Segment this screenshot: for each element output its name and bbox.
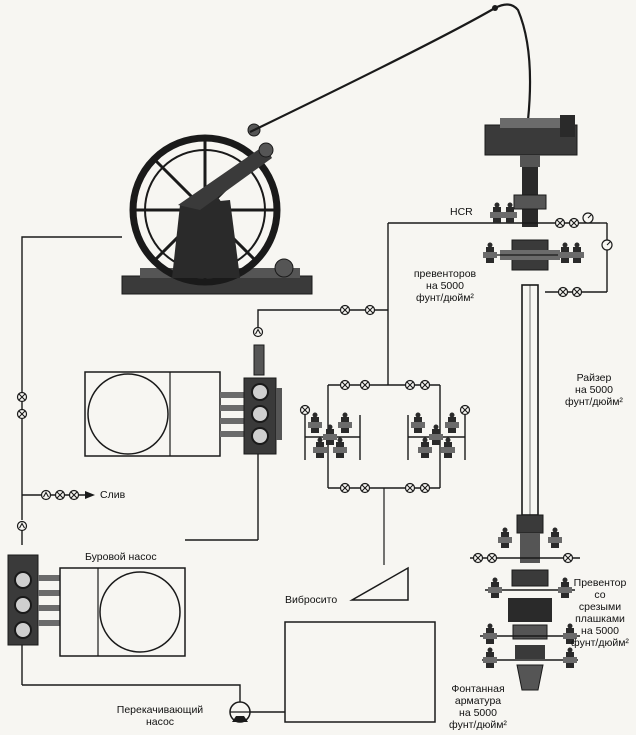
- shale-shaker: [349, 566, 409, 601]
- hcr-label: HCR: [450, 206, 473, 218]
- preventers-label: превенторов на 5000 фунт/дюйм²: [405, 268, 485, 304]
- mud-pump: [59, 567, 186, 657]
- wellhead-label: Фонтанная арматура на 5000 фунт/дюйм²: [440, 683, 516, 731]
- drain-label: Слив: [100, 489, 126, 501]
- wellhead-label-line4: фунт/дюйм²: [449, 719, 507, 731]
- choke-manifold: [299, 379, 471, 494]
- preventers-label-line2: на 5000: [426, 280, 464, 292]
- mud-pump-label: Буровой насос: [85, 551, 157, 563]
- shear-preventer-label-line1: Превентор: [573, 577, 627, 589]
- coiled-tubing-reel: [121, 123, 313, 295]
- riser-label-line1: Райзер: [576, 372, 612, 384]
- shear-preventer-label-line2: со: [594, 589, 606, 601]
- preventers-label-line1: превенторов: [413, 268, 477, 280]
- transfer-pump-label: Перекачивающий насос: [100, 704, 220, 728]
- shear-preventer-label-line3: срезыми: [578, 601, 622, 613]
- riser-label-line2: на 5000: [575, 384, 613, 396]
- upper-pump: [84, 371, 246, 457]
- mud-pump-manifold: [7, 554, 60, 646]
- mud-tank: [284, 621, 436, 723]
- shear-preventer-label: Превентор со срезыми плашками на 5000 фу…: [565, 577, 635, 649]
- shear-preventer-label-line6: фунт/дюйм²: [571, 637, 629, 649]
- shear-preventer-label-line5: на 5000: [581, 625, 619, 637]
- wellhead-stack: [470, 514, 580, 691]
- upper-pump-manifold: [243, 377, 282, 455]
- transfer-pump-label-line2: насос: [145, 716, 175, 728]
- coiled-tubing-line: [249, 3, 532, 133]
- injector-head: [484, 115, 578, 167]
- riser-label-line3: фунт/дюйм²: [565, 396, 623, 408]
- riser-label: Райзер на 5000 фунт/дюйм²: [555, 372, 633, 408]
- wellhead-label-line2: арматура: [454, 695, 502, 707]
- shaker-label: Вибросито: [285, 594, 338, 606]
- wellhead-label-line1: Фонтанная: [451, 683, 505, 695]
- preventers-label-line3: фунт/дюйм²: [416, 292, 474, 304]
- transfer-pump: [229, 701, 251, 723]
- transfer-pump-label-line1: Перекачивающий: [116, 704, 204, 716]
- shear-preventer-label-line4: плашками: [575, 613, 625, 625]
- wellhead-label-line3: на 5000: [459, 707, 497, 719]
